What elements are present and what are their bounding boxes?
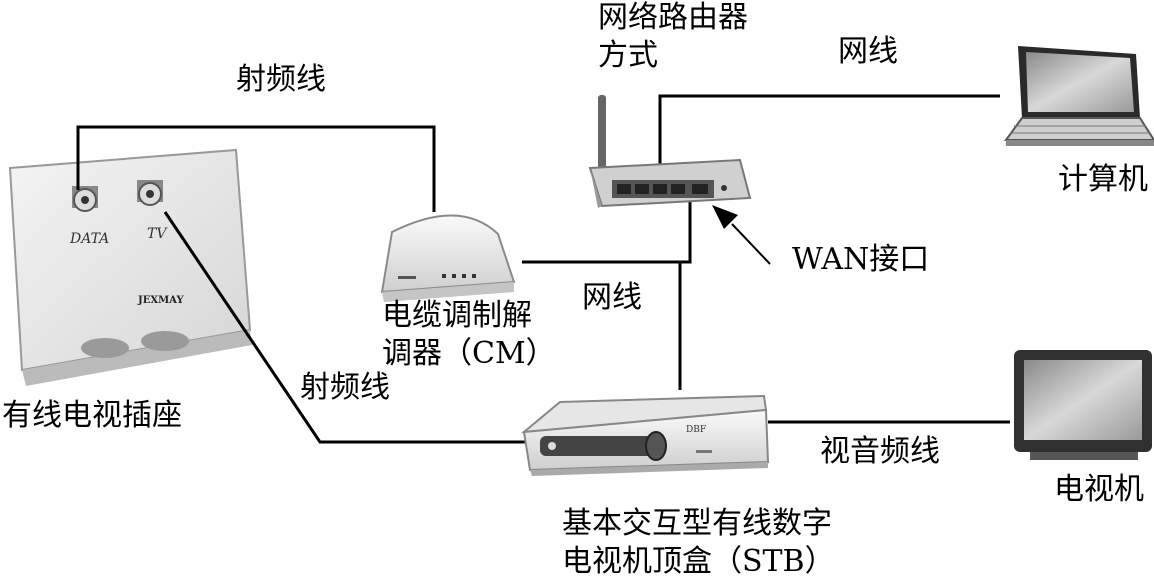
wan-port-label: WAN接口 <box>792 242 930 277</box>
wall-socket-image: DATA TV JEXMAY <box>8 148 252 386</box>
lan-cable-mid-label: 网线 <box>582 280 642 315</box>
wan-arrow-line <box>731 223 771 265</box>
television-image <box>1014 350 1152 460</box>
rf-cable-bottom-label: 射频线 <box>300 370 390 405</box>
lan-cable-computer <box>658 94 1000 190</box>
wall-socket-label: 有线电视插座 <box>2 398 182 433</box>
router-image <box>588 95 752 208</box>
modem-label-line2: 调器（CM） <box>382 336 556 371</box>
wan-arrow-head <box>712 205 738 229</box>
cable-modem-image <box>380 214 516 302</box>
rf-cable-bottom <box>163 211 527 444</box>
computer-label: 计算机 <box>1058 162 1148 197</box>
rf-cable-top-label: 射频线 <box>236 62 326 97</box>
laptop-image <box>1004 46 1154 146</box>
cables <box>76 94 1010 444</box>
set-top-box-image: DBF <box>520 394 770 476</box>
lan-cable-top-label: 网线 <box>838 34 898 69</box>
router-label-line1: 网络路由器 <box>598 0 748 35</box>
stb-label-line2: 电视机顶盒（STB） <box>562 544 835 579</box>
rf-cable-top <box>76 125 436 212</box>
router-label-line2: 方式 <box>598 38 658 73</box>
socket-port-data: DATA <box>69 231 109 247</box>
lan-cable-stb <box>678 190 692 390</box>
socket-brand: JEXMAY <box>137 295 184 306</box>
modem-label-line1: 电缆调制解 <box>382 298 532 333</box>
av-cable-label: 视音频线 <box>820 434 940 469</box>
socket-port-tv: TV <box>147 226 168 242</box>
tv-label: 电视机 <box>1054 472 1144 507</box>
stb-label-line1: 基本交互型有线数字 <box>562 506 832 541</box>
stb-brand: DBF <box>686 425 706 435</box>
